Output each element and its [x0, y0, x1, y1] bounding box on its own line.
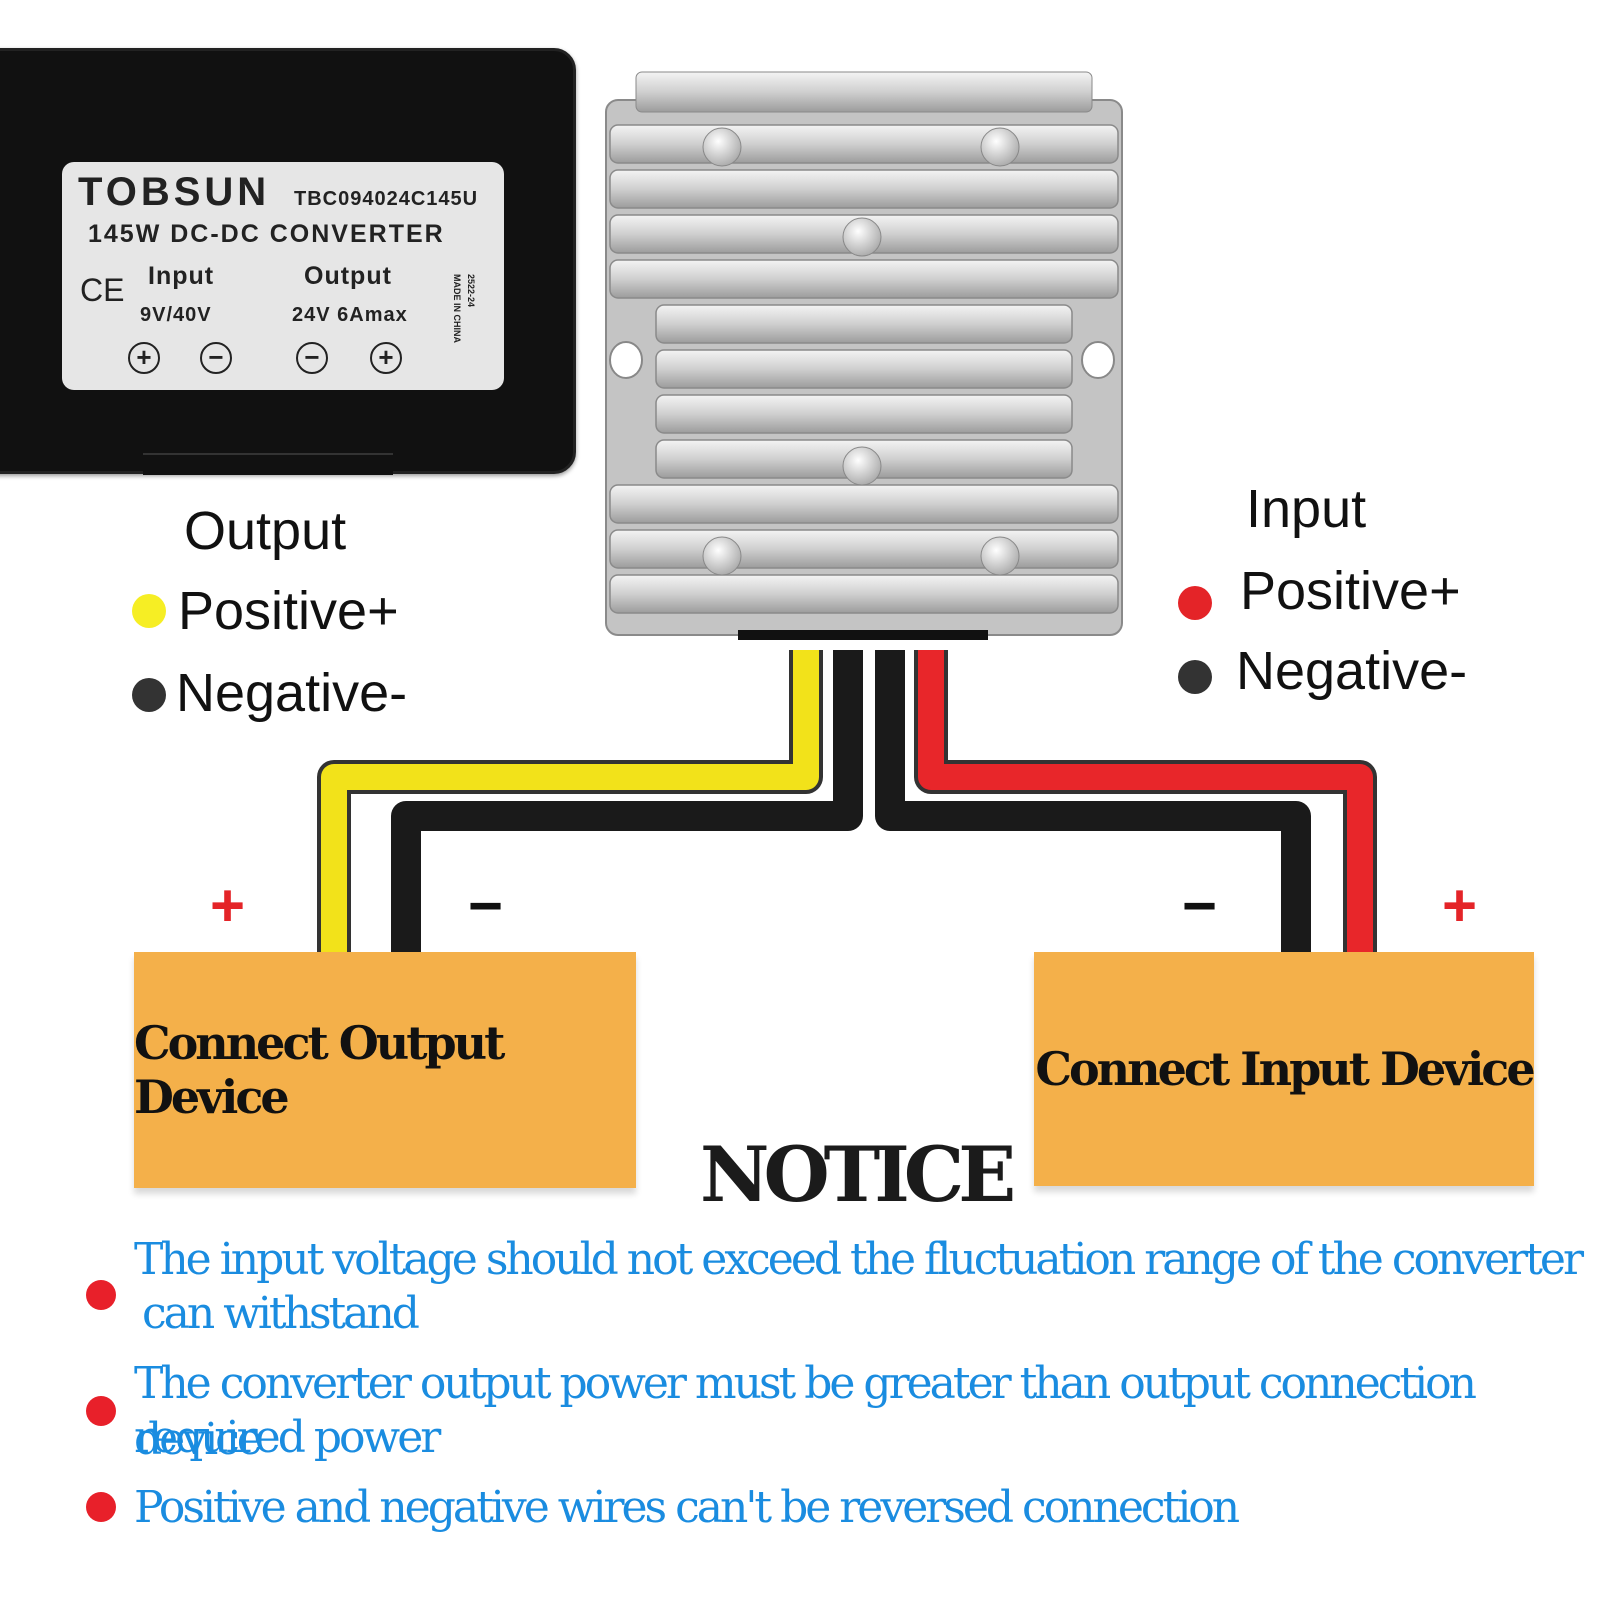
input-device-label: Connect Input Device: [1035, 1042, 1535, 1096]
ce-mark-icon: CE: [80, 272, 125, 308]
input-legend-heading: Input: [1246, 479, 1367, 539]
output-legend-negative: Negative-: [176, 663, 408, 723]
label-origin: 2522-24 MADE IN CHINA: [450, 274, 478, 343]
label-output-rating: 24V 6Amax: [292, 304, 408, 326]
notice-bullet-icon: [86, 1492, 116, 1522]
output-negative-wire: [391, 650, 863, 955]
notice-item-2-line-2: required power: [134, 1412, 441, 1463]
notice-item-1-line-1: The input voltage should not exceed the …: [134, 1234, 1584, 1285]
heatsink-fin: [609, 169, 1119, 209]
notice-bullet-icon: [86, 1280, 116, 1310]
input-plus-sign: +: [1442, 872, 1478, 939]
terminal-plus-icon: +: [128, 342, 160, 374]
notice-item-3-line-1: Positive and negative wires can't be rev…: [134, 1482, 1240, 1533]
terminal-plus-icon: +: [370, 342, 402, 374]
notice-bullet-icon: [86, 1396, 116, 1426]
terminal-minus-icon: −: [296, 342, 328, 374]
brand-name: TOBSUN: [78, 170, 271, 214]
converter-heatsink: [605, 71, 1123, 640]
input-legend-negative: Negative-: [1236, 641, 1468, 701]
heatsink-fin: [655, 394, 1073, 434]
made-in: MADE IN CHINA: [452, 274, 462, 343]
heatsink-fin: [655, 349, 1073, 389]
heatsink-fin: [609, 529, 1119, 569]
notice-title: NOTICE: [700, 1130, 1016, 1219]
input-minus-sign: −: [1182, 872, 1218, 939]
terminal-minus-icon: −: [200, 342, 232, 374]
red-dot-icon: [1178, 586, 1212, 620]
product-label-sticker: TOBSUN TBC094024C145U 145W DC-DC CONVERT…: [62, 162, 504, 390]
output-minus-sign: −: [468, 872, 504, 939]
notice-item-1-line-2: can withstand: [142, 1288, 420, 1339]
input-negative-wire: [875, 650, 1311, 955]
label-output-heading: Output: [304, 262, 392, 290]
label-input-voltage: 9V/40V: [140, 304, 212, 326]
heatsink-fin: [655, 304, 1073, 344]
heatsink-fin: [609, 484, 1119, 524]
heatsink-fin: [609, 574, 1119, 614]
input-legend-positive: Positive+: [1240, 561, 1461, 621]
output-plus-sign: +: [210, 872, 246, 939]
black-dot-icon: [132, 678, 166, 712]
output-legend-positive: Positive+: [178, 581, 399, 641]
heatsink-fin: [609, 124, 1119, 164]
input-device-box: Connect Input Device: [1034, 952, 1536, 1186]
output-device-box: Connect Output Device: [134, 952, 636, 1188]
date-code: 2522-24: [466, 274, 476, 308]
notice-item-2-line-1: The converter output power must be great…: [134, 1358, 1477, 1465]
black-dot-icon: [1178, 660, 1212, 694]
product-title: 145W DC-DC CONVERTER: [88, 220, 445, 248]
output-legend-heading: Output: [184, 501, 347, 561]
model-number: TBC094024C145U: [294, 188, 479, 210]
heatsink-fin: [609, 259, 1119, 299]
yellow-dot-icon: [132, 594, 166, 628]
output-device-label: Connect Output Device: [134, 1016, 505, 1124]
label-input-heading: Input: [148, 262, 215, 290]
